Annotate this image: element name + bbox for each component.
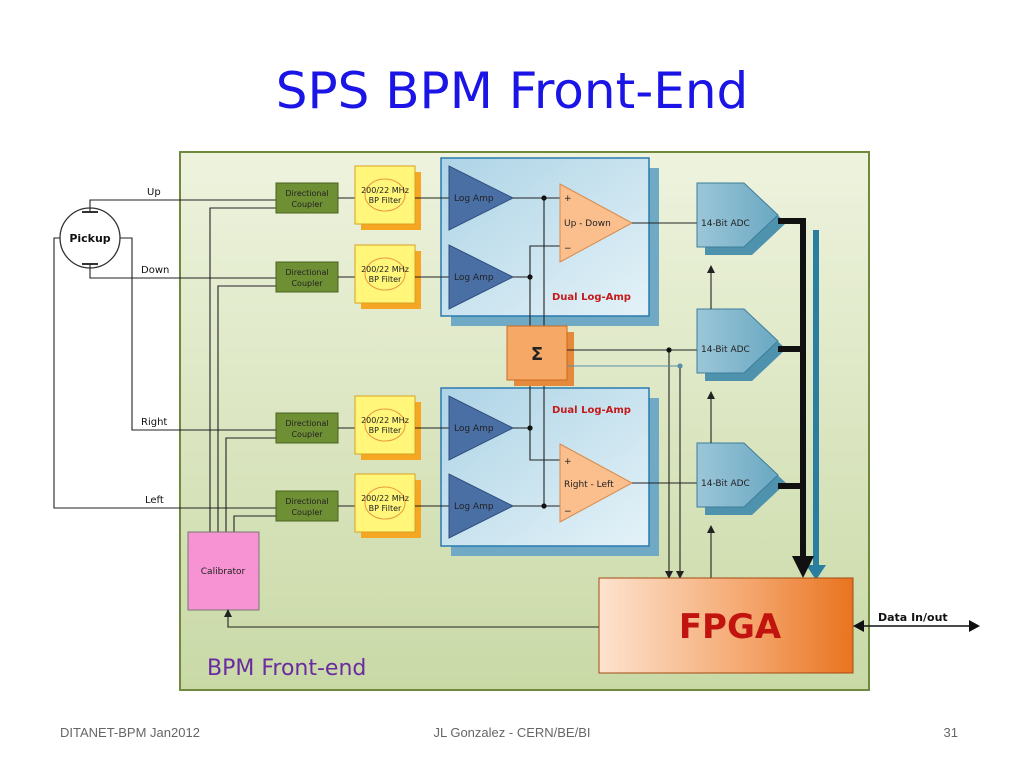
fpga: FPGA (598, 577, 854, 674)
svg-text:−: − (564, 507, 572, 517)
coupler-right: Directional Coupler (275, 412, 339, 444)
log-amp-up: Log Amp (448, 165, 515, 231)
svg-text:Right - Left: Right - Left (564, 480, 614, 490)
adc-top: 14-Bit ADC (696, 182, 786, 255)
channel-left: Left (145, 495, 164, 506)
filter-right: 200/22 MHz BP Filter (354, 395, 421, 460)
board-label: BPM Front-end (207, 656, 366, 681)
coupler-up: Directional Coupler (275, 182, 339, 214)
svg-text:BP Filter: BP Filter (369, 196, 402, 205)
sigma-summer: Σ (506, 325, 574, 386)
coupler-left: Directional Coupler (275, 490, 339, 522)
svg-text:14-Bit ADC: 14-Bit ADC (701, 345, 750, 355)
svg-text:Directional: Directional (285, 268, 328, 277)
svg-text:Log Amp: Log Amp (454, 424, 494, 434)
slide-title: SPS BPM Front-End (275, 62, 749, 120)
calibrator: Calibrator (187, 531, 260, 611)
svg-text:14-Bit ADC: 14-Bit ADC (701, 479, 750, 489)
log-amp-down: Log Amp (448, 244, 515, 310)
svg-text:Directional: Directional (285, 419, 328, 428)
svg-text:Dual Log-Amp: Dual Log-Amp (552, 405, 631, 416)
adc-middle: 14-Bit ADC (696, 308, 786, 381)
adc-bottom: 14-Bit ADC (696, 442, 786, 515)
dual-log-amp-bottom: Dual Log-Amp (440, 387, 659, 556)
svg-text:200/22 MHz: 200/22 MHz (361, 186, 409, 195)
svg-text:BP Filter: BP Filter (369, 504, 402, 513)
svg-text:Up - Down: Up - Down (564, 219, 611, 229)
svg-text:14-Bit ADC: 14-Bit ADC (701, 219, 750, 229)
svg-text:Log Amp: Log Amp (454, 273, 494, 283)
svg-text:BP Filter: BP Filter (369, 426, 402, 435)
diff-amp-right-left: + − Right - Left (559, 443, 634, 523)
svg-text:200/22 MHz: 200/22 MHz (361, 416, 409, 425)
footer-center: JL Gonzalez - CERN/BE/BI (433, 725, 591, 740)
pickup-label: Pickup (69, 232, 110, 245)
filter-left: 200/22 MHz BP Filter (354, 473, 421, 538)
svg-text:+: + (564, 457, 572, 467)
dual-log-amp-top: Dual Log-Amp (440, 157, 659, 326)
channel-down: Down (141, 265, 169, 276)
log-amp-left: Log Amp (448, 473, 515, 539)
svg-text:BP Filter: BP Filter (369, 275, 402, 284)
svg-text:Directional: Directional (285, 497, 328, 506)
channel-up: Up (147, 187, 161, 198)
channel-right: Right (141, 417, 167, 428)
svg-text:Σ: Σ (531, 344, 543, 365)
footer-left: DITANET-BPM Jan2012 (60, 725, 200, 740)
coupler-down: Directional Coupler (275, 261, 339, 293)
svg-text:200/22 MHz: 200/22 MHz (361, 265, 409, 274)
filter-down: 200/22 MHz BP Filter (354, 244, 421, 309)
svg-text:Coupler: Coupler (291, 508, 323, 517)
svg-text:Coupler: Coupler (291, 200, 323, 209)
svg-text:Calibrator: Calibrator (201, 567, 246, 577)
svg-text:Directional: Directional (285, 189, 328, 198)
data-io: Data In/out (853, 611, 980, 632)
svg-text:FPGA: FPGA (679, 607, 782, 647)
filter-up: 200/22 MHz BP Filter (354, 165, 421, 230)
diff-amp-up-down: + − Up - Down (559, 183, 634, 263)
svg-text:Coupler: Coupler (291, 430, 323, 439)
svg-text:Dual Log-Amp: Dual Log-Amp (552, 292, 631, 303)
pickup: Pickup (59, 207, 121, 269)
svg-text:Data In/out: Data In/out (878, 611, 948, 624)
log-amp-right: Log Amp (448, 395, 515, 461)
svg-text:Coupler: Coupler (291, 279, 323, 288)
svg-text:200/22 MHz: 200/22 MHz (361, 494, 409, 503)
svg-text:+: + (564, 194, 572, 204)
svg-text:Log Amp: Log Amp (454, 194, 494, 204)
svg-text:−: − (564, 244, 572, 254)
slide-number: 31 (943, 725, 958, 740)
svg-text:Log Amp: Log Amp (454, 502, 494, 512)
